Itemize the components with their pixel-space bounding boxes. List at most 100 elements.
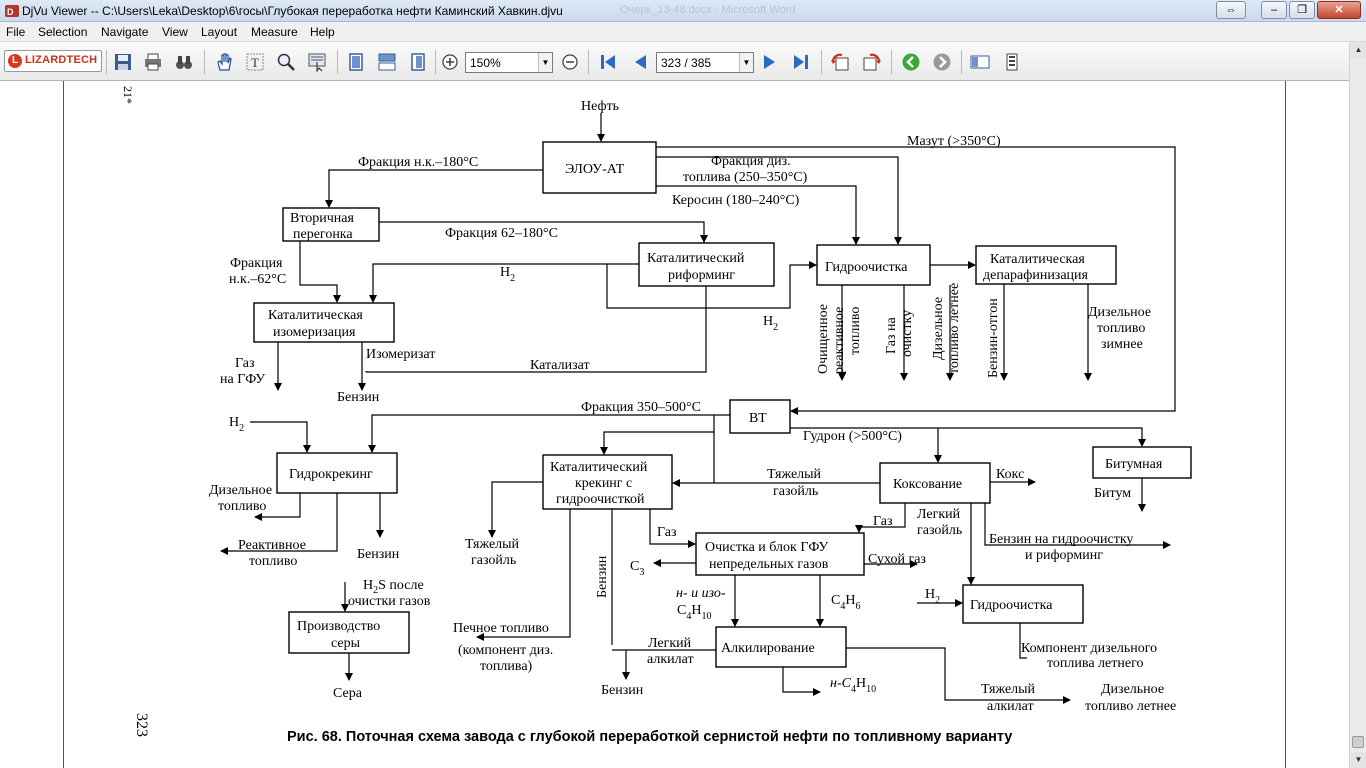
label-winter-diesel-1: Дизельное (1088, 305, 1151, 320)
find-binoculars-icon[interactable] (174, 52, 194, 72)
label-light-alkylate-1: Легкий (648, 636, 692, 651)
menu-measure[interactable]: Measure (251, 25, 298, 39)
rotate-left-icon[interactable] (830, 52, 850, 72)
box-label: Гидрокрекинг (289, 467, 373, 482)
label-furnace-fuel-2: (компонент диз. (458, 643, 553, 658)
toolbar-separator (435, 50, 436, 74)
label-gas-cleaning-1: Газ на (884, 317, 899, 354)
label-gasoline-hydro-1: Бензин на гидроочистку (989, 532, 1133, 547)
label-diesel-fraction: Фракция диз. (711, 154, 791, 169)
zoom-combo[interactable]: 150% ▼ (465, 52, 553, 73)
label-gasoline-hydro-2: и риформинг (1025, 548, 1103, 563)
refinery-flow-diagram: 21* 323 ЭЛОУ-АТ Вторичная перегонка Ката… (121, 86, 1192, 745)
next-page-icon[interactable] (760, 52, 780, 72)
page-border-right (1285, 81, 1286, 768)
menu-selection[interactable]: Selection (38, 25, 88, 39)
region-select-icon[interactable] (307, 52, 327, 72)
thumbnails-icon[interactable] (970, 52, 990, 72)
label-fraction-nk180: Фракция н.к.–180°C (358, 155, 478, 170)
box-label: перегонка (293, 227, 353, 242)
facing-pages-icon[interactable] (408, 52, 428, 72)
restore-icon[interactable]: ⇔ (1216, 1, 1246, 19)
label-h2-reforming: H2 (500, 265, 515, 284)
label-light-gasoil-1: Легкий (917, 507, 961, 522)
box-label: Гидроочистка (970, 598, 1053, 613)
label-h2s: H2S после (363, 578, 424, 596)
page-value: 323 / 385 (661, 56, 712, 70)
toolbar-separator (891, 50, 892, 74)
window-title: DjVu Viewer -- C:\Users\Leka\Desktop\6\г… (22, 4, 563, 18)
label-h2-hydro: H2 (763, 314, 778, 333)
menu-view[interactable]: View (162, 25, 188, 39)
label-light-alkylate-2: алкилат (647, 652, 694, 667)
toolbar-separator (106, 50, 107, 74)
zoom-in-icon[interactable] (440, 52, 460, 72)
label-winter-diesel-2: топливо (1097, 321, 1145, 336)
label-iso-butane-2: C4H10 (677, 603, 711, 622)
back-icon[interactable] (901, 52, 921, 72)
label-heavy-gasoil-1: Тяжелый (465, 537, 520, 552)
label-stripped-gasoline: Бензин-отгон (986, 298, 1001, 378)
continuous-page-icon[interactable] (377, 52, 397, 72)
label-catalyzate: Катализат (530, 358, 590, 373)
label-furnace-fuel-1: Печное топливо (453, 621, 549, 636)
bookmarks-icon[interactable] (1002, 52, 1022, 72)
label-gasoline-a: Бензин (337, 390, 380, 405)
vertical-scrollbar[interactable]: ▲ ▼ (1349, 42, 1366, 768)
document-view[interactable]: 21* 323 ЭЛОУ-АТ Вторичная перегонка Ката… (0, 81, 1349, 768)
box-catalytic-isomerization: Каталитическая изомеризация (253, 302, 395, 343)
flow-labels: Нефть Мазут (>350°C) Фракция н.к.–180°C … (209, 99, 1176, 714)
toolbar-separator (204, 50, 205, 74)
label-summer-diesel-2: топливо летнее (947, 283, 962, 374)
menu-navigate[interactable]: Navigate (101, 25, 149, 39)
box-catalytic-cracking: Каталитический крекинг с гидроочисткой (542, 454, 673, 510)
lizardtech-logo[interactable]: L LIZARDTECH (4, 50, 102, 72)
label-kerosene: Керосин (180–240°C) (672, 193, 800, 208)
label-hc-jet-2: топливо (249, 554, 297, 569)
minimize-button[interactable]: – (1261, 1, 1287, 19)
scroll-down-icon[interactable]: ▼ (1351, 752, 1366, 768)
scroll-up-icon[interactable]: ▲ (1351, 42, 1366, 58)
djvu-app-icon: D (5, 5, 19, 17)
label-hc-gasoline: Бензин (357, 547, 400, 562)
label-gas-cleaning-2: очистку (900, 310, 915, 357)
text-select-icon[interactable]: T (245, 52, 265, 72)
label-furnace-fuel-3: топлива) (480, 659, 533, 674)
hand-tool-icon[interactable] (214, 52, 234, 72)
menu-help[interactable]: Help (310, 25, 335, 39)
scroll-thumb[interactable] (1352, 736, 1364, 748)
label-coke-gas: Газ (873, 514, 893, 529)
toolbar-separator (961, 50, 962, 74)
label-summer-diesel-out-2: топливо летнее (1085, 699, 1176, 714)
close-button[interactable]: ✕ (1317, 1, 1361, 19)
maximize-button[interactable]: ❐ (1289, 1, 1315, 19)
forward-icon[interactable] (932, 52, 952, 72)
box-elou-at: ЭЛОУ-АТ (542, 141, 657, 194)
rotate-right-icon[interactable] (862, 52, 882, 72)
toolbar: L LIZARDTECH T 150% ▼ 323 / 385 ▼ (0, 42, 1366, 81)
menu-layout[interactable]: Layout (201, 25, 238, 39)
page-combo[interactable]: 323 / 385 ▼ (656, 52, 754, 73)
box-label: серы (331, 636, 361, 651)
box-secondary-distillation: Вторичная перегонка (282, 207, 380, 242)
zoom-out-icon[interactable] (560, 52, 580, 72)
chevron-down-icon[interactable]: ▼ (538, 53, 552, 72)
page-border-left (63, 81, 64, 768)
save-icon[interactable] (113, 52, 133, 72)
label-gas: Газ (235, 356, 255, 371)
previous-page-icon[interactable] (630, 52, 650, 72)
box-label: Очистка и блок ГФУ (705, 540, 828, 555)
zoom-tool-icon[interactable] (276, 52, 296, 72)
box-bitumen: Битумная (1092, 446, 1192, 479)
single-page-icon[interactable] (346, 52, 366, 72)
label-tar: Гудрон (>500°C) (803, 429, 902, 444)
print-icon[interactable] (143, 52, 163, 72)
first-page-icon[interactable] (598, 52, 618, 72)
box-label: Гидроочистка (825, 260, 908, 275)
chevron-down-icon[interactable]: ▼ (739, 53, 753, 72)
label-h2-hydrocracking: H2 (229, 415, 244, 434)
last-page-icon[interactable] (791, 52, 811, 72)
menu-file[interactable]: File (6, 25, 26, 39)
label-summer-diesel-out-1: Дизельное (1101, 682, 1164, 697)
label-neft: Нефть (581, 99, 619, 114)
